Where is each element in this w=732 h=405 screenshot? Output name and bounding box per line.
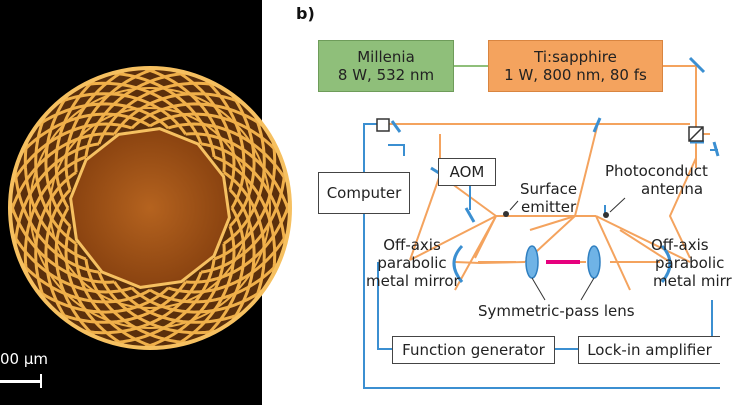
computer-label: Computer (326, 184, 402, 202)
lattice-strand (74, 243, 169, 348)
lattice-strand (200, 158, 287, 274)
lock-in-amplifier-box: Lock-in amplifier (578, 336, 720, 364)
lattice-strand (44, 188, 77, 333)
lattice-strand (84, 258, 200, 345)
ring-outer-edge (8, 66, 292, 350)
lattice-strand (149, 252, 288, 304)
lattice-strand (185, 189, 290, 284)
mirror-1 (688, 56, 706, 74)
lattice-strand (34, 171, 77, 313)
lattice-strand (223, 171, 266, 313)
lattice-strand (23, 155, 87, 287)
aom-box: AOM (438, 158, 496, 186)
lattice-pattern (10, 68, 290, 348)
millenia-name: Millenia (357, 48, 415, 66)
function-generator-box: Function generator (392, 336, 555, 364)
lattice-strand (10, 132, 115, 227)
scale-bar (0, 380, 42, 383)
scale-bar-label: 00 µm (0, 350, 49, 368)
surface-emitter-label: Surface emitter (520, 180, 578, 216)
lens-left-icon (525, 245, 539, 279)
millenia-laser-box: Millenia 8 W, 532 nm (318, 40, 454, 92)
lattice-strand (25, 102, 170, 135)
lattice-strand (223, 188, 256, 333)
scale-bar-tick (40, 374, 42, 388)
mirror-7 (390, 120, 402, 133)
mirror-5 (464, 207, 476, 223)
lattice-strand (100, 71, 216, 158)
lattice-strand (163, 68, 236, 191)
optical-beam-path (382, 65, 710, 291)
lattice-strand (10, 122, 133, 195)
computer-box: Computer (318, 172, 410, 214)
function-generator-label: Function generator (402, 341, 545, 359)
lattice-strand (12, 112, 151, 164)
lattice-strand (54, 207, 106, 346)
mirror-3 (592, 117, 602, 133)
detector-icon (376, 118, 390, 132)
mirror-left-label: Off-axis parabolic metal mirror (366, 236, 460, 290)
lens-right-icon (587, 245, 601, 279)
ti-sapphire-laser-box: Ti:sapphire 1 W, 800 nm, 80 fs (488, 40, 663, 92)
lattice-strand (97, 271, 229, 335)
lattice-strand (13, 142, 100, 258)
center-aperture (69, 127, 231, 289)
lattice-strand (130, 281, 275, 314)
lattice-strand (113, 281, 255, 324)
ti-sapphire-spec: 1 W, 800 nm, 80 fs (504, 66, 647, 84)
ti-sapphire-name: Ti:sapphire (534, 48, 617, 66)
lattice-strand (64, 225, 137, 348)
mirror-6 (712, 141, 720, 157)
aom-label: AOM (449, 163, 485, 181)
optical-setup-diagram (363, 56, 720, 389)
lock-in-amplifier-label: Lock-in amplifier (587, 341, 712, 359)
microscope-image: 00 µm (0, 0, 292, 405)
surface-emitter-icon (503, 211, 509, 217)
parabolic-mirror-left-icon (452, 244, 464, 283)
lattice-strand (223, 103, 266, 245)
mirror-right-label: Off-axis parabolic metal mirr (651, 236, 732, 290)
photoconductive-antenna-label: Photoconduct antenna (605, 162, 708, 198)
lattice-ring-graphic (8, 66, 292, 350)
lattice-strand (167, 221, 290, 294)
parabolic-mirror-right-icon (660, 244, 672, 283)
lattice-strand (45, 92, 187, 135)
panel-label-b: b) (296, 4, 315, 23)
lattice-strand (71, 81, 203, 145)
lattice-ring (29, 87, 271, 329)
lattice-strand (131, 68, 226, 173)
lattice-strand (213, 129, 277, 261)
antenna-icon (603, 212, 609, 218)
lattice-ring (49, 107, 251, 309)
symmetric-pass-lens-label: Symmetric-pass lens (478, 302, 635, 320)
millenia-spec: 8 W, 532 nm (337, 66, 435, 84)
